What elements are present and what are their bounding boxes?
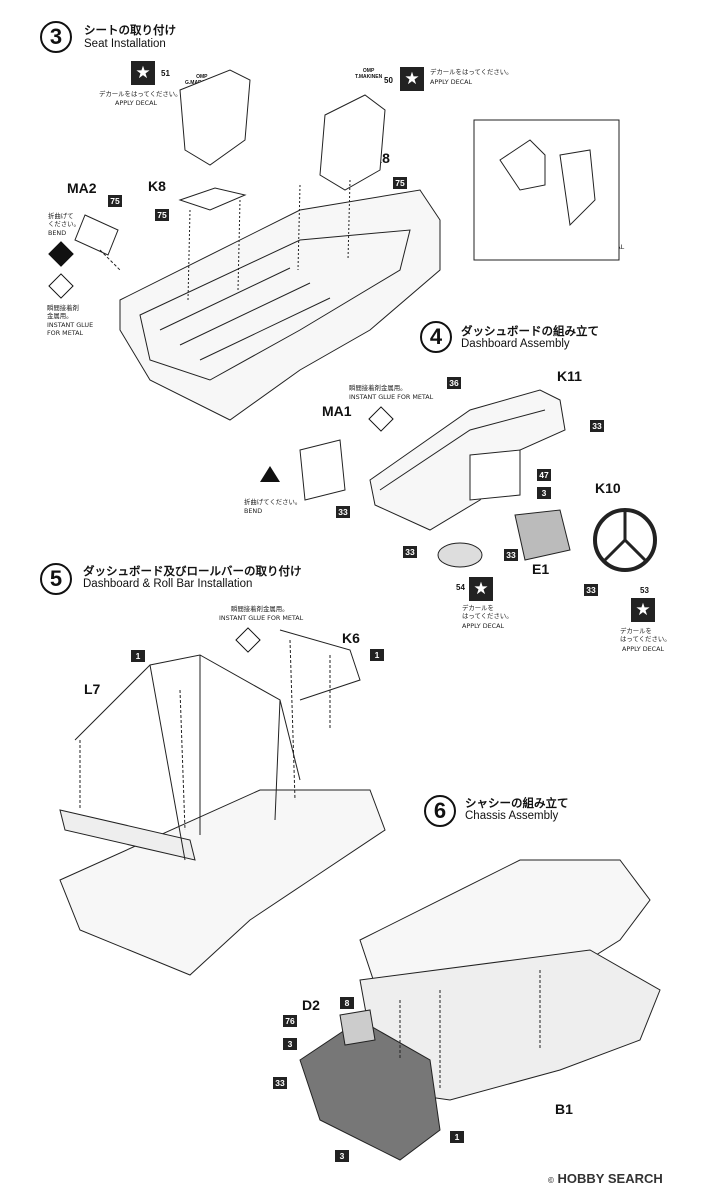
decal-star-icon: ★ <box>400 67 424 91</box>
decal-star-icon: ★ <box>131 61 155 85</box>
body-tub-step3 <box>119 189 441 421</box>
part-label-k11: K11 <box>557 368 582 384</box>
apply-decal-note-en: APPLY DECAL <box>622 645 665 653</box>
k8-detail-box <box>473 119 620 261</box>
step-6-number: 6 <box>424 795 456 827</box>
tag-8: 8 <box>340 997 354 1009</box>
bumper-mesh-8 <box>339 1009 376 1046</box>
dashboard-installed <box>59 809 196 861</box>
glue-note-jp: 瞬間接着剤金属用。 <box>47 304 79 320</box>
tag-33: 33 <box>590 420 604 432</box>
glue-note-jp: 瞬間接着剤金属用。 <box>349 384 407 392</box>
tag-1: 1 <box>370 649 384 661</box>
part-label-b1: B1 <box>555 1101 573 1117</box>
apply-decal-note-jp: デカールをはってください。 <box>620 627 671 643</box>
body-tub-step5 <box>59 789 386 976</box>
step-5-number: 5 <box>40 563 72 595</box>
tag-75: 75 <box>155 209 169 221</box>
glue-note-jp: 瞬間接着剤金属用。 <box>231 605 289 613</box>
tag-3: 3 <box>537 487 551 499</box>
apply-decal-note-en: APPLY DECAL <box>115 99 158 107</box>
tag-1: 1 <box>450 1131 464 1143</box>
step-3-title-en: Seat Installation <box>84 38 166 50</box>
apply-decal-note-en: APPLY DECAL <box>430 78 473 86</box>
part-label-l7: L7 <box>84 681 101 697</box>
tag-36: 36 <box>447 377 461 389</box>
tag-76: 76 <box>283 1015 297 1027</box>
tag-75: 75 <box>108 195 122 207</box>
tag-47: 47 <box>537 469 551 481</box>
glue-note-en: INSTANT GLUE FOR METAL <box>349 393 434 401</box>
part-label-ma1: MA1 <box>322 403 352 419</box>
decal-number-50: 50 <box>384 76 393 85</box>
tag-33: 33 <box>504 549 518 561</box>
decal-star-icon: ★ <box>631 598 655 622</box>
decal-number-53: 53 <box>640 586 649 595</box>
bend-note-jp: 折曲げてください。 <box>244 498 302 506</box>
decal-number-54: 54 <box>456 583 465 592</box>
roll-cage-l7 <box>74 654 301 861</box>
tag-75: 75 <box>393 177 407 189</box>
apply-decal-note-jp: デカールをはってください。 <box>462 604 513 620</box>
bend-note-jp: 折曲げてください。 <box>48 212 80 228</box>
instrument-panel <box>469 449 521 501</box>
glue-note-en: INSTANT GLUE FOR METAL <box>219 614 304 622</box>
bend-symbol-icon <box>260 466 280 482</box>
decal-number-51: 51 <box>161 69 170 78</box>
tag-33: 33 <box>336 506 350 518</box>
gauge-pod <box>437 542 483 568</box>
body-tub-floor <box>139 229 411 381</box>
step-3-title-jp: シートの取り付け <box>84 23 176 37</box>
tag-1: 1 <box>131 650 145 662</box>
decal-star-icon: ★ <box>469 577 493 601</box>
part-label-d2: D2 <box>302 997 320 1013</box>
tag-33: 33 <box>403 546 417 558</box>
steering-wheel-k10 <box>593 508 657 572</box>
step-6-title-en: Chassis Assembly <box>465 810 559 822</box>
step-4-title-jp: ダッシュボードの組み立て <box>461 324 599 338</box>
step-4-title-en: Dashboard Assembly <box>461 338 570 350</box>
dashboard-k11 <box>369 389 566 531</box>
part-label-k6: K6 <box>342 630 360 646</box>
step-5-title-en: Dashboard & Roll Bar Installation <box>83 578 253 590</box>
apply-decal-note-en: APPLY DECAL <box>462 622 505 630</box>
watermark: © HOBBY SEARCH <box>548 1171 663 1186</box>
tag-3: 3 <box>283 1038 297 1050</box>
part-label-ma2: MA2 <box>67 180 97 196</box>
ma1-part <box>299 439 346 501</box>
seat-right <box>319 94 386 191</box>
tag-3: 3 <box>335 1150 349 1162</box>
part-label-k10: K10 <box>595 480 621 496</box>
step-5-title-jp: ダッシュボード及びロールバーの取り付け <box>83 564 302 578</box>
apply-decal-note-jp: デカールをはってください。 <box>430 68 513 76</box>
bend-note-en: BEND <box>48 229 67 237</box>
seat-mount-left <box>178 187 247 211</box>
step-4-number: 4 <box>420 321 452 353</box>
seat-left <box>179 69 251 166</box>
part-label-e1: E1 <box>532 561 550 577</box>
bend-note-en: BEND <box>244 507 263 515</box>
tag-33: 33 <box>273 1077 287 1089</box>
part-label-k8: K8 <box>148 178 166 194</box>
apply-decal-note-jp: デカールをはってください。 <box>99 90 182 98</box>
step-6-title-jp: シャシーの組み立て <box>465 796 569 810</box>
step-3-number: 3 <box>40 21 72 53</box>
steering-column-e1 <box>514 509 571 561</box>
tag-33: 33 <box>584 584 598 596</box>
ma2-plate <box>74 214 119 256</box>
